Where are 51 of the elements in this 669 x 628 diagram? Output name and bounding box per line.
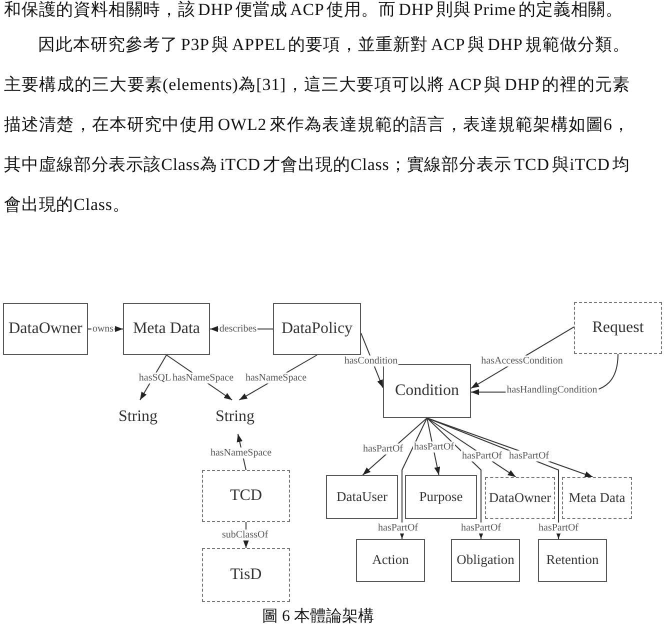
class-name: TisD: [230, 566, 262, 584]
edge-label: hasCondition: [343, 356, 399, 366]
edge-label: owns: [91, 324, 115, 334]
class-name: TCD: [230, 487, 262, 505]
class-box: [3, 303, 88, 355]
datatype-label: String: [118, 400, 158, 434]
edge-label: hasNameSpace: [244, 372, 308, 384]
class-box: [574, 302, 662, 354]
edge-label: hasNameSpace: [209, 448, 273, 458]
class-name: DataPolicy: [281, 320, 353, 338]
edge-label: subClassOf: [220, 530, 270, 540]
class-name: Request: [592, 319, 644, 337]
class-box: [405, 475, 477, 519]
class-name: DataOwner: [8, 320, 82, 338]
figure-caption: 圖 6 本體論架構: [262, 608, 374, 626]
edge-label: hasPartOf: [508, 450, 550, 462]
class-box: [356, 539, 425, 582]
class-name: Meta Data: [568, 490, 626, 506]
edge-label: hasSQL: [138, 372, 172, 384]
class-box: [538, 539, 607, 582]
paragraph-text: 和保護的資料相關時，該 DHP 便當成 ACP 使用。而 DHP 則與 Prime 的定義相關。: [4, 0, 624, 20]
edge-label: hasPartOf: [377, 522, 419, 534]
class-box: [123, 303, 210, 355]
edge-label: hasPartOf: [538, 522, 580, 534]
class-name: DataOwner: [488, 490, 552, 506]
class-box: [485, 477, 555, 519]
paragraph-text: 因此本研究參考了 P3P 與 APPEL 的要項，並重新對 ACP 與 DHP 規範做分類。主要構成的三大要素(elements)為[31]，這三大要項可以將 ACP 與 DHP 的裡的元素描述清楚，在本研究中使用 OWL2 來作為表達規範的語言，表達規範架構如圖6，其中虛線部分表示該Class為 iTCD 才會出現的Class；實線部分表示 TCD 與iTCD 均會出現的Class。: [4, 34, 630, 216]
edge-label: hasPartOf: [461, 450, 503, 462]
edge-label: hasPartOf: [460, 522, 502, 534]
class-box: [326, 475, 398, 519]
class-box: [202, 548, 290, 602]
edge-label: hasPartOf: [362, 444, 404, 454]
class-box: [202, 470, 290, 522]
edge-label: hasAccessCondition: [480, 356, 564, 366]
class-box: [451, 539, 520, 582]
edge-label: hasNameSpace: [171, 372, 235, 384]
class-name: DataUser: [336, 490, 388, 504]
datatype-label: String: [214, 400, 256, 434]
arrow: [399, 418, 428, 540]
class-name: Condition: [394, 382, 459, 400]
edge-label: hasPartOf: [413, 442, 455, 452]
class-name: Meta Data: [132, 320, 200, 338]
edge-label: describes: [218, 324, 258, 334]
class-box: [383, 364, 471, 418]
class-name: Action: [372, 553, 409, 568]
class-name: Retention: [546, 553, 599, 568]
class-name: Purpose: [419, 490, 463, 504]
class-name: Obligation: [456, 553, 514, 568]
edge-label: hasHandlingCondition: [506, 384, 598, 396]
class-box: [273, 303, 361, 355]
class-box: [562, 477, 632, 519]
